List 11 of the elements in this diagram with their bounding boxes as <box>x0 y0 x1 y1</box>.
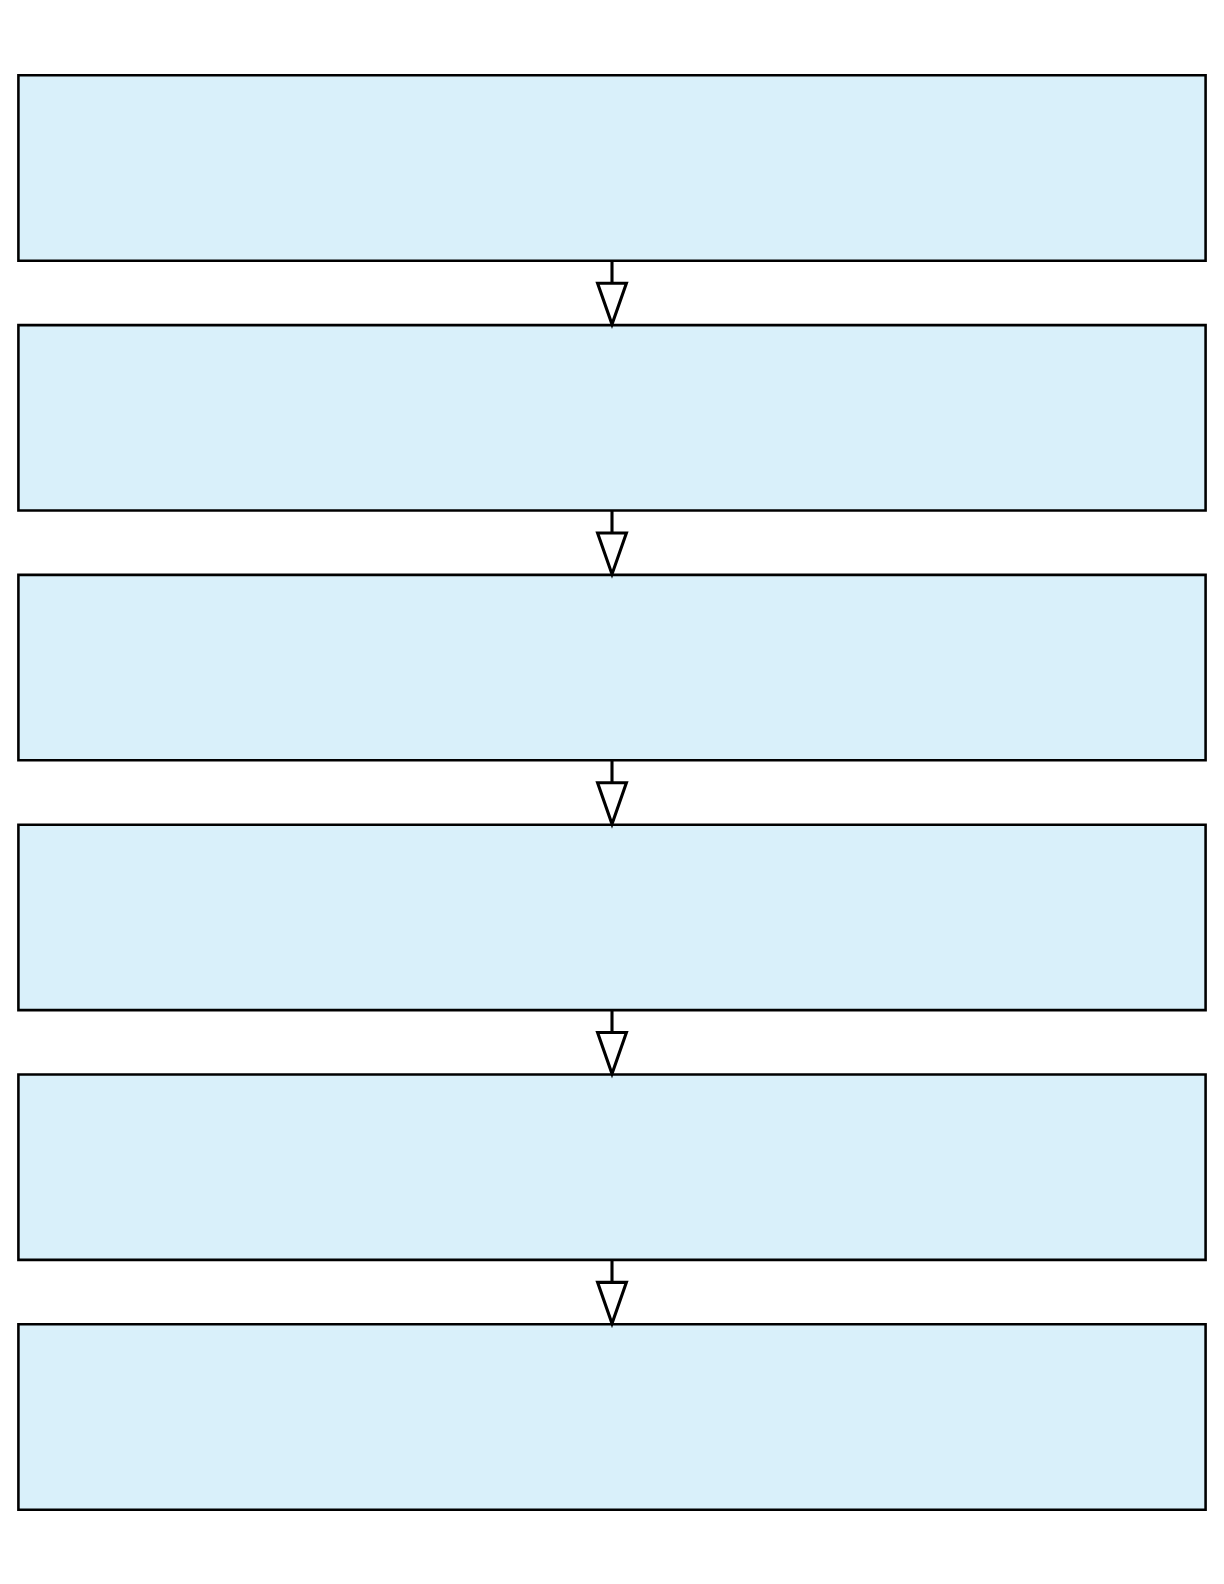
arrow <box>595 510 629 579</box>
node-box <box>17 73 1207 262</box>
arrow <box>595 760 629 829</box>
node-box <box>17 573 1207 762</box>
node-box <box>17 1322 1207 1511</box>
node-box <box>17 1072 1207 1261</box>
arrow <box>595 1259 629 1328</box>
node-box <box>17 822 1207 1011</box>
arrow <box>595 260 629 329</box>
arrow <box>595 1009 629 1078</box>
node-box <box>17 323 1207 512</box>
